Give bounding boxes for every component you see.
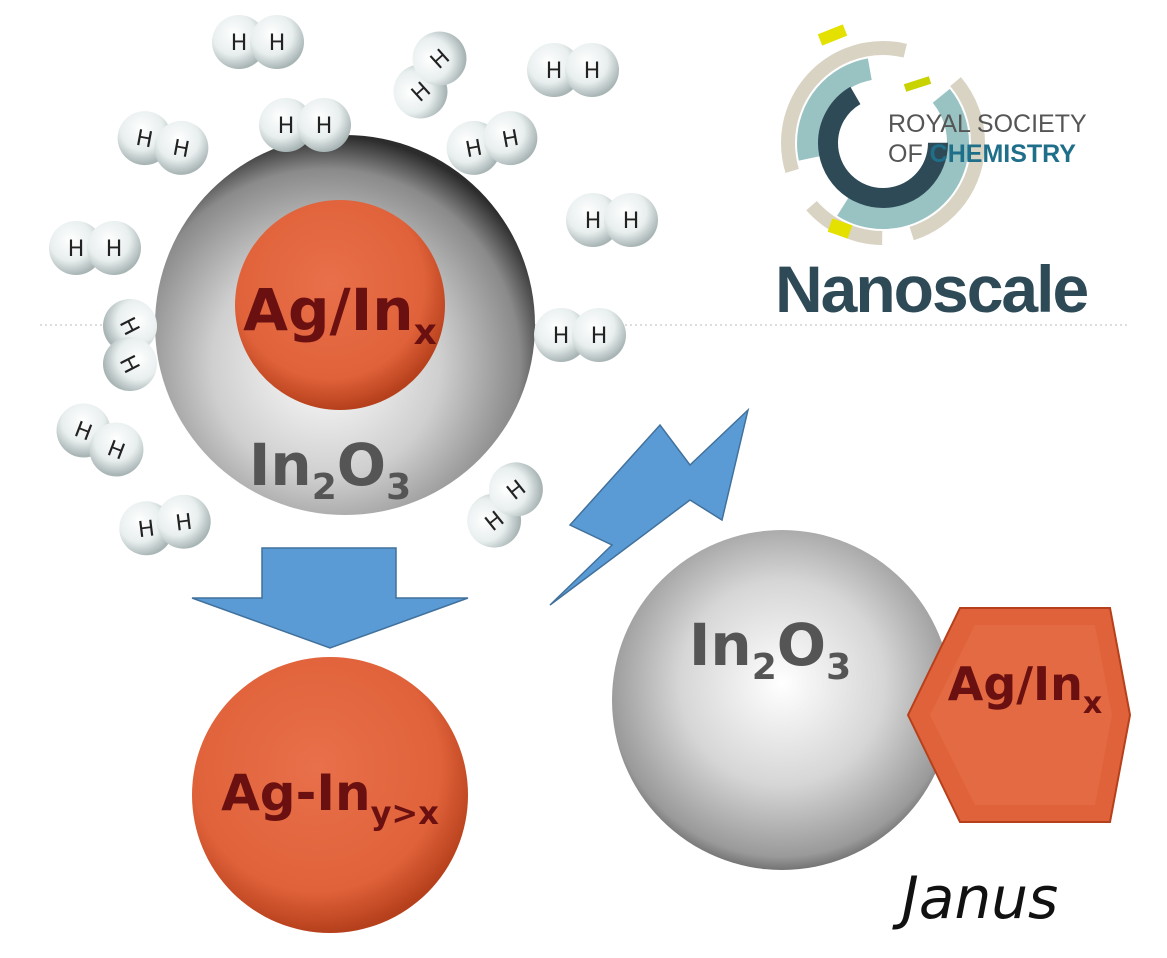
down-arrow — [191, 547, 469, 649]
h-atom-label: H — [316, 114, 333, 139]
h-atom-label: H — [137, 516, 156, 543]
h2-molecule: HH — [46, 393, 154, 487]
janus-particle: In2O3 Ag/Inx Janus — [612, 530, 1132, 932]
shell-label: In2O3 — [249, 431, 411, 508]
h-atom-label: H — [553, 324, 570, 349]
janus-caption: Janus — [892, 864, 1058, 932]
h-atom-label: H — [500, 126, 521, 154]
h-atom-label: H — [68, 237, 85, 262]
h-atom-label: H — [278, 114, 295, 139]
hexagon-label: Ag/Inx — [948, 657, 1103, 721]
h-atom-label: H — [106, 237, 123, 262]
ag-in-core — [235, 200, 445, 410]
h-atom-label: H — [584, 59, 601, 84]
logo-line1: ROYAL SOCIETY — [888, 110, 1087, 138]
h-atom-label: H — [174, 510, 193, 537]
h-atom-label: H — [464, 136, 485, 164]
h2-molecule: HH — [456, 451, 554, 559]
h2-molecule: HH — [103, 299, 157, 391]
h-atom-label: H — [546, 59, 563, 84]
alloy-label: Ag-Iny>x — [221, 764, 439, 832]
h-atom-label: H — [623, 209, 640, 234]
h2-molecule: HH — [383, 21, 477, 129]
h-atom-label: H — [269, 31, 286, 56]
journal-name: Nanoscale — [775, 252, 1087, 326]
rsc-logo: ROYAL SOCIETY OF CHEMISTRY Nanoscale — [775, 24, 1089, 326]
janus-shell-label: In2O3 — [689, 611, 851, 688]
h-atom-label: H — [231, 31, 248, 56]
h-atom-label: H — [591, 324, 608, 349]
rsc-logo-mark — [781, 24, 985, 245]
core-label: Ag/Inx — [243, 276, 437, 353]
h-atom-label: H — [134, 126, 155, 154]
h-atom-label: H — [171, 136, 192, 164]
h-atom-label: H — [585, 209, 602, 234]
logo-line2: OF CHEMISTRY — [888, 140, 1076, 168]
diagonal-arrow — [549, 407, 750, 606]
alloy-particle: Ag-Iny>x — [192, 657, 468, 933]
core-shell-particle: Ag/Inx In2O3 — [155, 135, 535, 515]
